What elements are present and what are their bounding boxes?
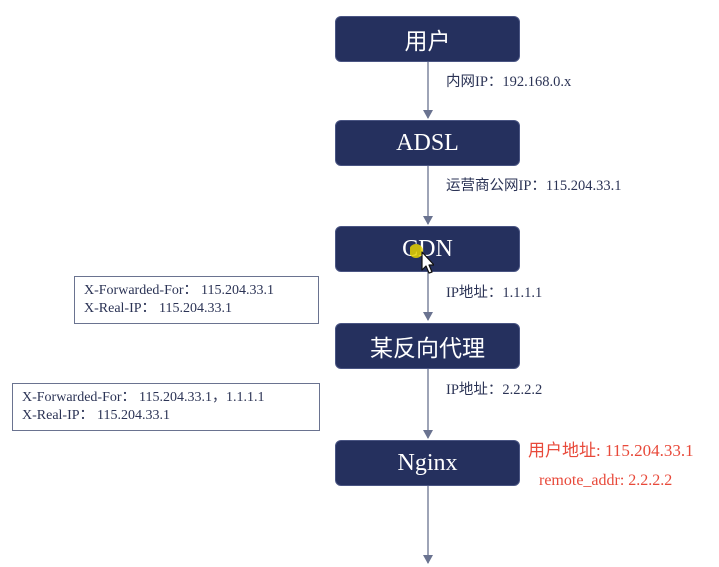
header-x-real-ip: X-Real-IP： 115.204.33.1: [22, 408, 171, 423]
edge-label-proxy-ip: IP地址：2.2.2.2: [446, 382, 543, 398]
node-reverse-proxy: 某反向代理: [335, 323, 520, 369]
edge-label-cdn-ip: IP地址：1.1.1.1: [446, 285, 543, 301]
node-adsl: ADSL: [335, 120, 520, 166]
header-x-real-ip: X-Real-IP： 115.204.33.1: [84, 301, 233, 316]
header-x-forwarded-for: X-Forwarded-For： 115.204.33.1: [84, 283, 275, 298]
nginx-user-address-note: 用户地址: 115.204.33.1: [528, 441, 694, 460]
node-nginx: Nginx: [335, 440, 520, 486]
nginx-remote-addr-note: remote_addr: 2.2.2.2: [539, 472, 673, 489]
header-x-forwarded-for: X-Forwarded-For： 115.204.33.1，1.1.1.1: [22, 390, 265, 405]
header-box-cdn: X-Forwarded-For： 115.204.33.1 X-Real-IP：…: [74, 276, 319, 324]
edge-label-isp-public-ip: 运营商公网IP：115.204.33.1: [446, 178, 622, 194]
edge-label-intranet-ip: 内网IP：192.168.0.x: [446, 74, 572, 90]
node-user: 用户: [335, 16, 520, 62]
mouse-cursor-icon: [410, 244, 434, 274]
header-box-proxy: X-Forwarded-For： 115.204.33.1，1.1.1.1 X-…: [12, 383, 320, 431]
